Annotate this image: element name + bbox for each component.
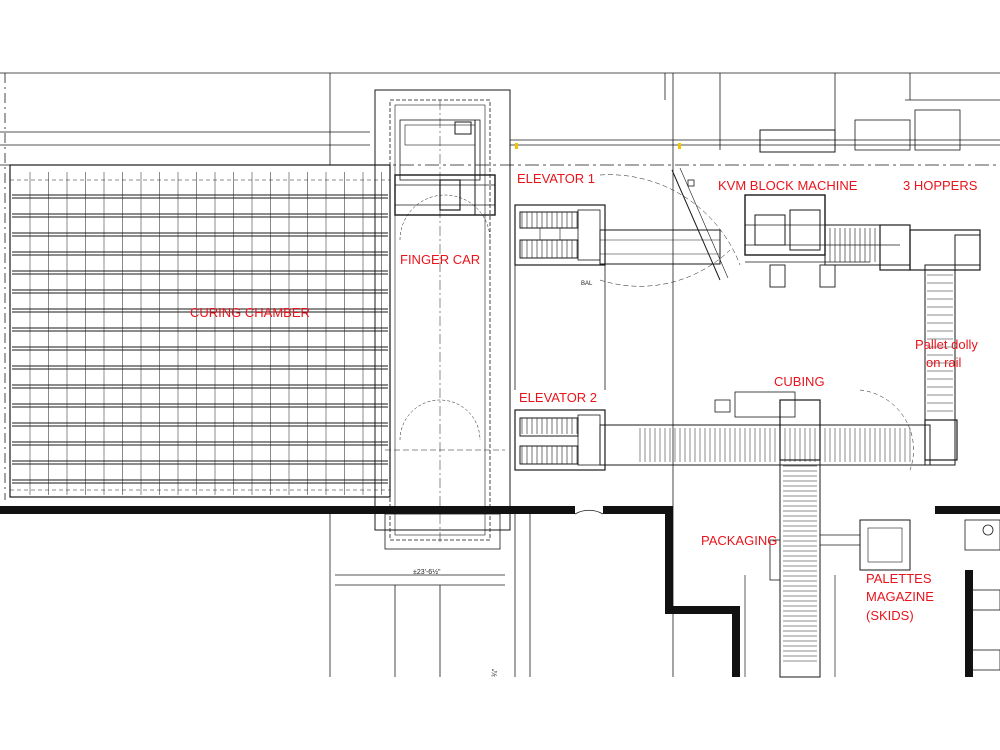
dimension-text: ±23'-6½" xyxy=(413,568,441,576)
building-walls xyxy=(0,506,1000,677)
partial-dimension-text: ¾" xyxy=(492,668,499,677)
packaging-conveyor xyxy=(744,459,836,678)
label-elevator-1: ELEVATOR 1 xyxy=(517,171,595,186)
drawing-sheet xyxy=(0,73,1000,677)
conveyor-elevator2-cubing xyxy=(599,389,931,471)
label-pallet-dolly-2: on rail xyxy=(926,355,962,370)
label-three-hoppers: 3 HOPPERS xyxy=(903,178,978,193)
pallet-dolly-rail xyxy=(924,264,958,466)
finger-car-rail xyxy=(374,89,511,545)
elevator-2 xyxy=(514,265,606,471)
label-finger-car: FINGER CAR xyxy=(400,252,480,267)
bal-text: BAL xyxy=(581,281,593,287)
label-palettes-1: PALETTES xyxy=(866,571,932,586)
label-cubing: CUBING xyxy=(774,374,825,389)
label-palettes-2: MAGAZINE xyxy=(866,589,934,604)
palettes-magazine xyxy=(820,519,911,571)
three-hoppers xyxy=(824,109,981,271)
labels: ELEVATOR 1 KVM BLOCK MACHINE 3 HOPPERS F… xyxy=(190,171,978,623)
label-elevator-2: ELEVATOR 2 xyxy=(519,390,597,405)
marker-yellow-left xyxy=(515,143,518,149)
conveyor-elevator1-kvm xyxy=(599,167,741,287)
label-pallet-dolly-1: Pallet dolly xyxy=(915,337,978,352)
lower-structure xyxy=(329,509,1000,677)
label-curing-chamber: CURING CHAMBER xyxy=(190,305,310,320)
label-packaging: PACKAGING xyxy=(701,533,777,548)
marker-yellow-right xyxy=(678,143,681,149)
label-kvm-block-machine: KVM BLOCK MACHINE xyxy=(718,178,858,193)
label-palettes-3: (SKIDS) xyxy=(866,608,914,623)
